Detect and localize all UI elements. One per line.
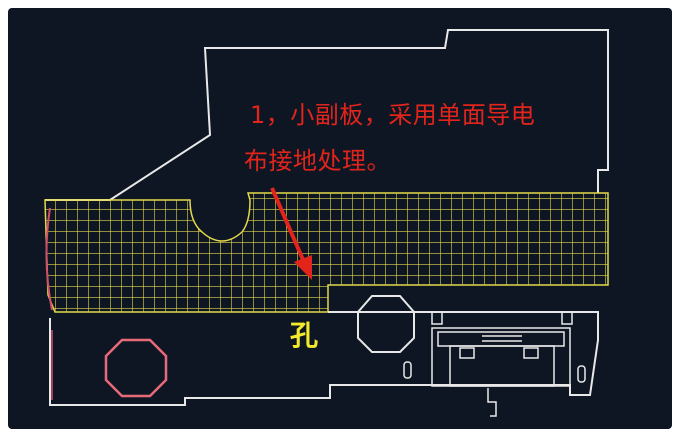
hole-octagon-white xyxy=(357,295,415,353)
hole-octagon-red xyxy=(104,338,168,398)
board-outline-lower xyxy=(49,311,599,406)
conductive-fabric-area xyxy=(44,192,609,313)
annotation-line-1: 1，小副板，采用单面导电 xyxy=(250,101,536,129)
annotation-line-2: 布接地处理。 xyxy=(244,147,391,175)
board-outline-upper xyxy=(45,29,609,201)
hole-label: 孔 xyxy=(290,319,319,352)
connector-component xyxy=(403,311,586,417)
left-edge xyxy=(45,207,53,311)
annotation-arrow xyxy=(270,187,312,280)
